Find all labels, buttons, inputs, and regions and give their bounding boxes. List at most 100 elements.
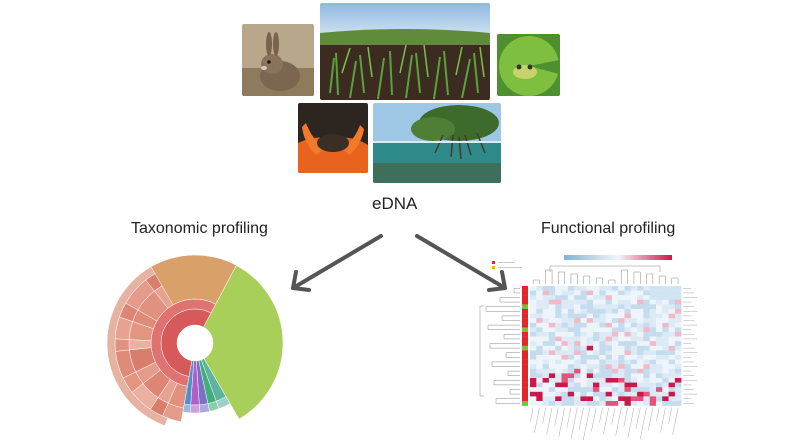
heatmap-cell [548,327,556,333]
heatmap-cell [605,359,613,365]
heatmap-cell [624,304,631,310]
heatmap-cell [593,332,600,337]
heatmap-cell [662,290,669,296]
heatmap-cell [605,350,613,356]
heatmap-cell [548,286,556,291]
heatmap-cell [643,299,650,305]
heatmap-cell [611,332,619,337]
heatmap-cell [656,286,663,291]
heatmap-cell [555,313,562,319]
heatmap-cell [574,290,581,296]
heatmap-cell [624,359,631,365]
heatmap-cell [668,336,676,342]
heatmap-cell [574,368,581,374]
heatmap-cell [536,341,543,346]
heatmap-cell [586,336,594,342]
row-dendrogram [479,288,520,404]
heatmap-cell [674,364,682,369]
heatmap-cell [555,290,562,296]
heatmap-cell [574,396,581,402]
heatmap-cell [593,359,600,365]
heatmap-cell [536,355,543,360]
sidebar-cell [522,368,528,374]
heatmap-cell [605,391,613,397]
heatmap-cell [599,299,606,305]
heatmap-cell [662,387,669,392]
heatmap-cell [599,350,606,356]
heatmap-cell [586,382,594,388]
heatmap-cell [530,387,537,392]
heatmap-cell [637,359,644,365]
heatmap-cell [567,364,575,369]
heatmap-cell [624,391,631,397]
heatmap-cell [530,364,537,369]
heatmap-cell [656,345,663,351]
sidebar-cell [522,336,528,342]
heatmap-cell [611,350,619,356]
heatmap-cell [542,401,550,406]
heatmap-cell [668,364,676,369]
column-label-mark [603,407,609,434]
heatmap-cell [637,364,644,369]
heatmap-cell [542,345,550,351]
sunburst-segment [189,404,201,414]
heatmap-cell [542,391,550,397]
heatmap-cell [561,387,568,392]
heatmap-cell [567,359,575,365]
heatmap-cell [618,318,625,323]
heatmap-cell [561,341,568,346]
heatmap-cell [536,299,543,305]
heatmap-cell [542,355,550,360]
heatmap-cell [624,332,631,337]
heatmap-cell [580,299,587,305]
heatmap-cell [630,299,638,305]
heatmap-cell [674,401,682,406]
heatmap-cell [586,309,594,314]
heatmap-cell [586,387,594,392]
heatmap-cell [605,368,613,374]
heatmap-cell [530,391,537,397]
heatmap-cell [637,350,644,356]
heatmap-cell [649,396,657,402]
heatmap-cell [593,286,600,291]
heatmap-cell [586,350,594,356]
dendrogram-branch [513,288,520,294]
heatmap-cell [668,387,676,392]
heatmap-cell [624,364,631,369]
dendrogram-branch [501,315,520,321]
column-label-mark [530,407,534,422]
heatmap-cell [530,332,537,337]
heatmap-cell [643,304,650,310]
heatmap-cell [618,299,625,305]
column-label-mark [583,407,591,441]
heatmap-cell [593,350,600,356]
heatmap-cell [530,350,537,356]
heatmap-cell [630,359,638,365]
heatmap-cell [649,322,657,328]
heatmap-cell [574,378,581,383]
heatmap-cell [662,322,669,328]
heatmap-cell [618,401,625,406]
heatmap-cell [668,309,676,314]
heatmap-cell [574,350,581,356]
column-label-mark [623,407,628,427]
heatmap-cell [593,355,600,360]
heatmap-cell [542,341,550,346]
heatmap-cell [668,355,676,360]
heatmap-cell [567,318,575,323]
heatmap-cell [637,295,644,300]
heatmap-cell [586,401,594,406]
legend-swatch-red [492,261,495,264]
heatmap-cell [580,286,587,291]
heatmap-cell [548,359,556,365]
heatmap-cell [548,382,556,388]
heatmap-cell [630,396,638,402]
arrow-to-taxonomic [291,234,383,290]
heatmap-cell [555,332,562,337]
heatmap-cell [580,359,587,365]
heatmap-cell [555,309,562,314]
functional-profiling-label: Functional profiling [541,220,676,237]
heatmap-cell [580,355,587,360]
heatmap-cell [555,295,562,300]
heatmap-cell [580,304,587,310]
